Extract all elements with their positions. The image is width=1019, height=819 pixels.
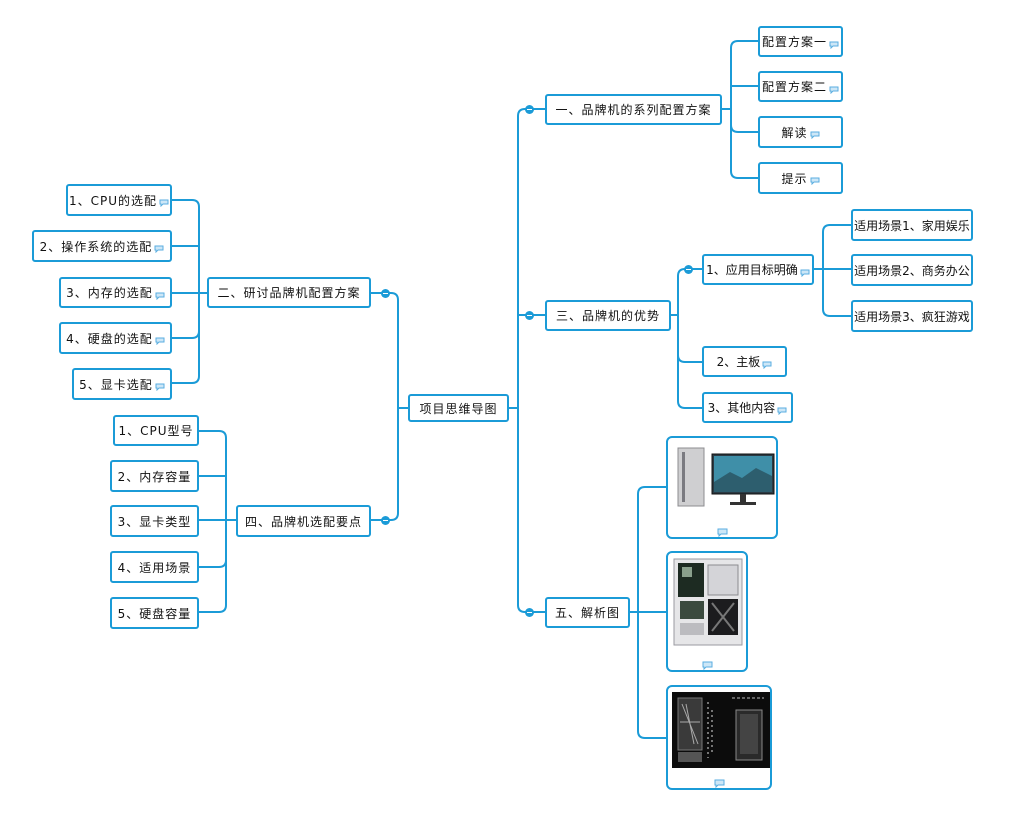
- child-label: 1、CPU的选配: [68, 193, 158, 208]
- child-label: 3、显卡类型: [117, 514, 192, 529]
- image-node-exploded[interactable]: [666, 685, 772, 790]
- child-label: 5、显卡选配: [79, 377, 153, 392]
- child-label: 1、CPU型号: [118, 424, 194, 438]
- pc-case-interior-image: [673, 558, 743, 646]
- comment-icon[interactable]: [717, 522, 728, 538]
- branch-label: 五、解析图: [554, 606, 620, 620]
- child-label: 解读: [781, 125, 808, 140]
- child-node[interactable]: 5、硬盘容量: [110, 597, 199, 629]
- branch-label: 一、品牌机的系列配置方案: [555, 103, 712, 117]
- branch-label: 三、品牌机的优势: [555, 309, 660, 323]
- child-label: 配置方案二: [761, 80, 827, 94]
- collapse-toggle-b3-1[interactable]: [684, 265, 693, 274]
- child-node[interactable]: 3、其他内容: [702, 392, 793, 423]
- comment-icon[interactable]: [714, 773, 725, 789]
- comment-icon[interactable]: [777, 404, 787, 415]
- child-node[interactable]: 提示: [758, 162, 843, 194]
- grandchild-node[interactable]: 适用场景3、疯狂游戏: [851, 300, 973, 332]
- child-label: 2、内存容量: [117, 469, 192, 484]
- comment-icon[interactable]: [810, 174, 820, 186]
- child-label: 配置方案一: [761, 35, 827, 49]
- image-node-desktop[interactable]: [666, 436, 778, 539]
- child-label: 3、其他内容: [707, 401, 776, 415]
- comment-icon[interactable]: [810, 128, 820, 140]
- comment-icon[interactable]: [159, 196, 169, 208]
- child-node[interactable]: 4、硬盘的选配: [59, 322, 172, 354]
- branch-node-1[interactable]: 一、品牌机的系列配置方案: [545, 94, 722, 125]
- child-label: 4、适用场景: [117, 560, 192, 575]
- grandchild-label: 适用场景2、商务办公: [854, 263, 970, 278]
- grandchild-label: 适用场景3、疯狂游戏: [854, 309, 970, 324]
- grandchild-node[interactable]: 适用场景1、家用娱乐: [851, 209, 973, 241]
- comment-icon[interactable]: [155, 380, 165, 392]
- comment-icon[interactable]: [702, 655, 713, 671]
- branch-node-4[interactable]: 四、品牌机选配要点: [236, 505, 371, 537]
- branch-node-2[interactable]: 二、研讨品牌机配置方案: [207, 277, 371, 308]
- branch-label: 四、品牌机选配要点: [244, 514, 362, 529]
- collapse-toggle-b4[interactable]: [381, 516, 390, 525]
- child-label: 4、硬盘的选配: [66, 331, 153, 346]
- child-label: 3、内存的选配: [66, 286, 153, 300]
- child-node[interactable]: 配置方案二: [758, 71, 843, 102]
- comment-icon[interactable]: [829, 38, 839, 49]
- child-node[interactable]: 4、适用场景: [110, 551, 199, 583]
- child-label: 2、主板: [716, 355, 761, 369]
- child-label: 2、操作系统的选配: [39, 239, 153, 254]
- comment-icon[interactable]: [155, 289, 165, 300]
- child-label: 提示: [781, 171, 808, 186]
- root-label: 项目思维导图: [419, 401, 498, 416]
- child-node[interactable]: 3、显卡类型: [110, 505, 199, 537]
- child-node[interactable]: 2、操作系统的选配: [32, 230, 172, 262]
- child-node[interactable]: 解读: [758, 116, 843, 148]
- comment-icon[interactable]: [829, 83, 839, 94]
- image-node-case-interior[interactable]: [666, 551, 748, 672]
- comment-icon[interactable]: [762, 358, 772, 369]
- pc-case-exploded-image: [672, 692, 770, 768]
- child-node[interactable]: 1、应用目标明确: [702, 254, 814, 285]
- branch-label: 二、研讨品牌机配置方案: [217, 286, 361, 300]
- child-node[interactable]: 3、内存的选配: [59, 277, 172, 308]
- grandchild-label: 适用场景1、家用娱乐: [854, 218, 970, 233]
- branch-node-3[interactable]: 三、品牌机的优势: [545, 300, 671, 331]
- collapse-toggle-b2[interactable]: [381, 289, 390, 298]
- child-node[interactable]: 配置方案一: [758, 26, 843, 57]
- grandchild-node[interactable]: 适用场景2、商务办公: [851, 254, 973, 286]
- child-node[interactable]: 5、显卡选配: [72, 368, 172, 400]
- desktop-pc-image: [677, 447, 775, 507]
- branch-node-5[interactable]: 五、解析图: [545, 597, 630, 628]
- collapse-toggle-b3[interactable]: [525, 311, 534, 320]
- child-node[interactable]: 2、内存容量: [110, 460, 199, 492]
- comment-icon[interactable]: [154, 242, 164, 254]
- collapse-toggle-b1[interactable]: [525, 105, 534, 114]
- collapse-toggle-b5[interactable]: [525, 608, 534, 617]
- child-label: 5、硬盘容量: [117, 606, 192, 621]
- child-node[interactable]: 2、主板: [702, 346, 787, 377]
- comment-icon[interactable]: [800, 266, 810, 277]
- comment-icon[interactable]: [155, 334, 165, 346]
- child-node[interactable]: 1、CPU型号: [113, 415, 199, 446]
- child-node[interactable]: 1、CPU的选配: [66, 184, 172, 216]
- root-node[interactable]: 项目思维导图: [408, 394, 509, 422]
- child-label: 1、应用目标明确: [706, 263, 798, 277]
